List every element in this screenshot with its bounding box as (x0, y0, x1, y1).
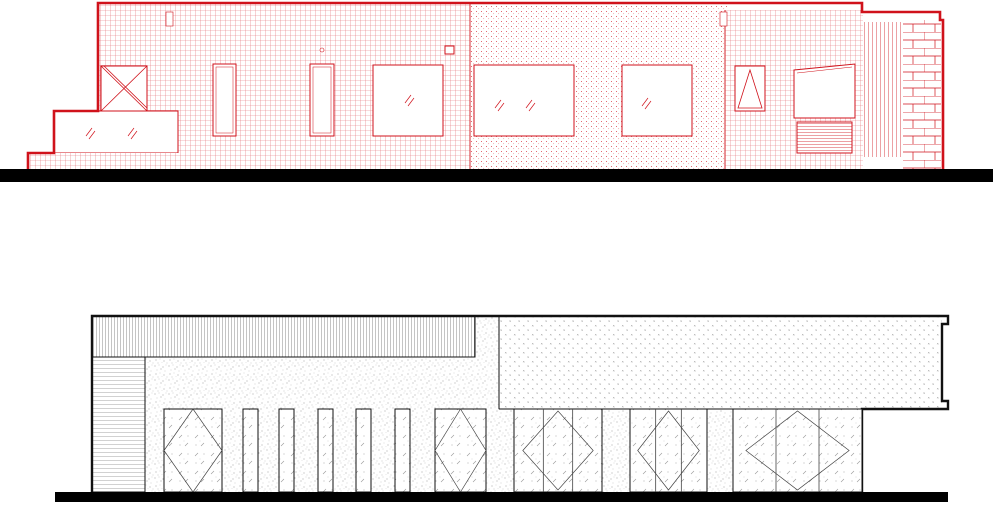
low-parapet (53, 110, 179, 154)
ground-line-bottom (55, 492, 948, 502)
building-outline (26, 1, 945, 169)
downpipe (719, 11, 728, 27)
glazed-window (621, 64, 693, 137)
glazed-bay (513, 408, 603, 493)
tall-window (309, 47, 335, 137)
ground-line-top (0, 169, 993, 182)
downpipe (165, 11, 174, 27)
vent-window (734, 65, 766, 112)
vertical-cladding-band (91, 315, 476, 358)
cross-stipple-upper (499, 316, 942, 409)
glazed-window (473, 64, 575, 137)
louvered-vent (796, 121, 853, 154)
proposed-elevation (90, 314, 950, 493)
tall-window (212, 63, 237, 137)
slot (355, 408, 372, 493)
slot (317, 408, 334, 493)
slot (242, 408, 259, 493)
small-fixture (444, 45, 455, 55)
slot (394, 408, 411, 493)
existing-elevation (26, 1, 945, 169)
panel (434, 408, 487, 493)
building-outline (90, 314, 950, 492)
glazed-bay (629, 408, 708, 493)
vertical-board-panel (863, 22, 903, 157)
parapet-base (30, 153, 386, 169)
glazed-window (372, 64, 444, 137)
stone-wall (903, 20, 941, 169)
horizontal-siding (91, 356, 146, 493)
window-x-braced (100, 65, 148, 112)
panel (163, 408, 223, 493)
glass-balustrade-mark (85, 127, 138, 140)
glazed-bay (732, 408, 863, 493)
slot (278, 408, 295, 493)
service-door (793, 63, 856, 119)
